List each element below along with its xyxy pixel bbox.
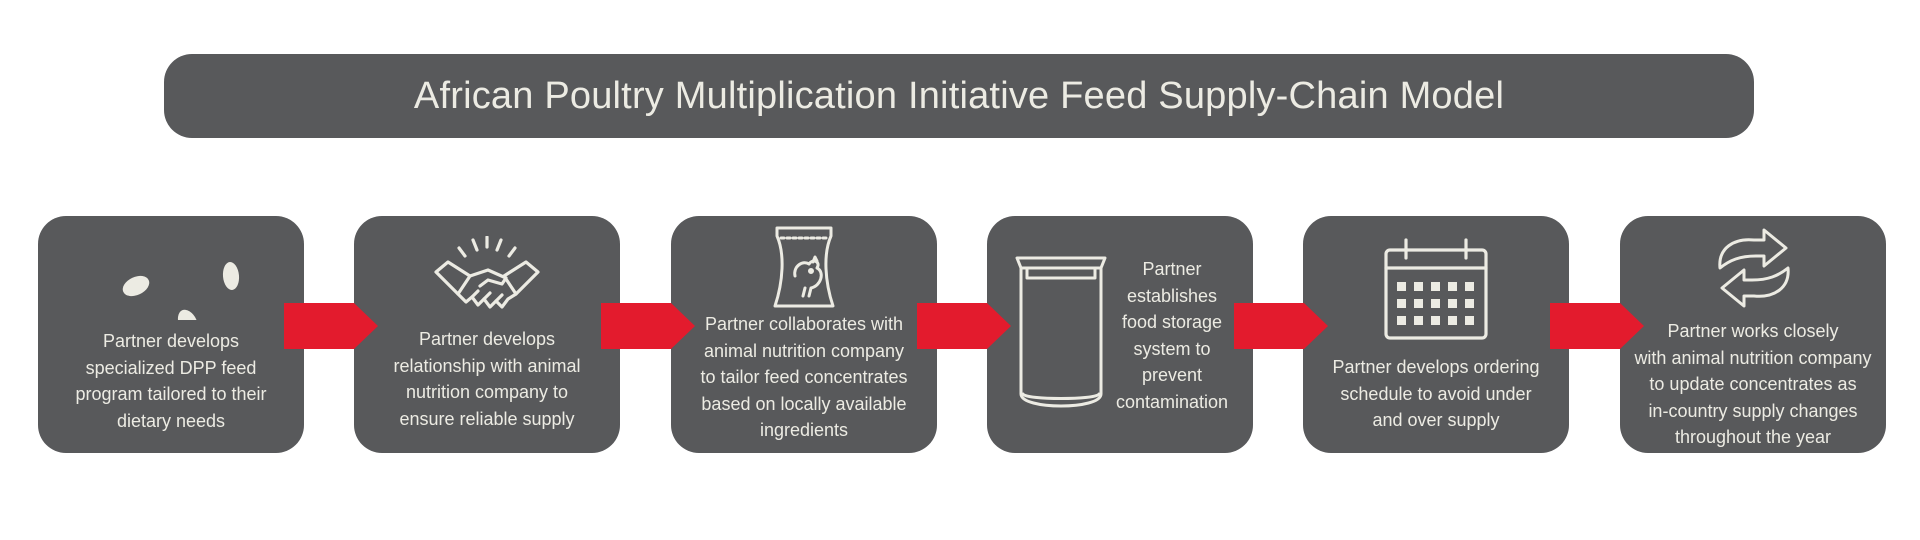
step-2-text: Partner develops relationship with anima… — [393, 329, 581, 429]
step-3-text: Partner collaborates with animal nutriti… — [700, 314, 908, 440]
arrow-4-to-5 — [1234, 303, 1328, 349]
step-4-box: Partner establishes food storage system … — [987, 216, 1253, 453]
arrow-5-to-6 — [1550, 303, 1644, 349]
feed-bag-icon — [773, 226, 835, 308]
handshake-icon — [434, 236, 540, 309]
title-banner: African Poultry Multiplication Initiativ… — [164, 54, 1754, 138]
step-6-text: Partner works closely with animal nutrit… — [1634, 321, 1872, 447]
step-4-text: Partner establishes food storage system … — [1115, 259, 1229, 412]
step-6-box: Partner works closely with animal nutrit… — [1620, 216, 1886, 453]
calendar-icon — [1384, 238, 1488, 340]
step-2-box: Partner develops relationship with anima… — [354, 216, 620, 453]
seeds-icon — [122, 262, 240, 320]
arrow-1-to-2 — [284, 303, 378, 349]
arrow-3-to-4 — [917, 303, 1011, 349]
step-1-box: Partner develops specialized DPP feed pr… — [38, 216, 304, 453]
arrow-2-to-3 — [601, 303, 695, 349]
step-3-box: Partner collaborates with animal nutriti… — [671, 216, 937, 453]
step-5-box: Partner develops ordering schedule to av… — [1303, 216, 1569, 453]
storage-container-icon — [1015, 256, 1107, 408]
refresh-cycle-icon — [1718, 228, 1790, 308]
step-1-text: Partner develops specialized DPP feed pr… — [75, 331, 267, 431]
step-5-text: Partner develops ordering schedule to av… — [1332, 357, 1540, 430]
diagram-title: African Poultry Multiplication Initiativ… — [413, 74, 1505, 117]
